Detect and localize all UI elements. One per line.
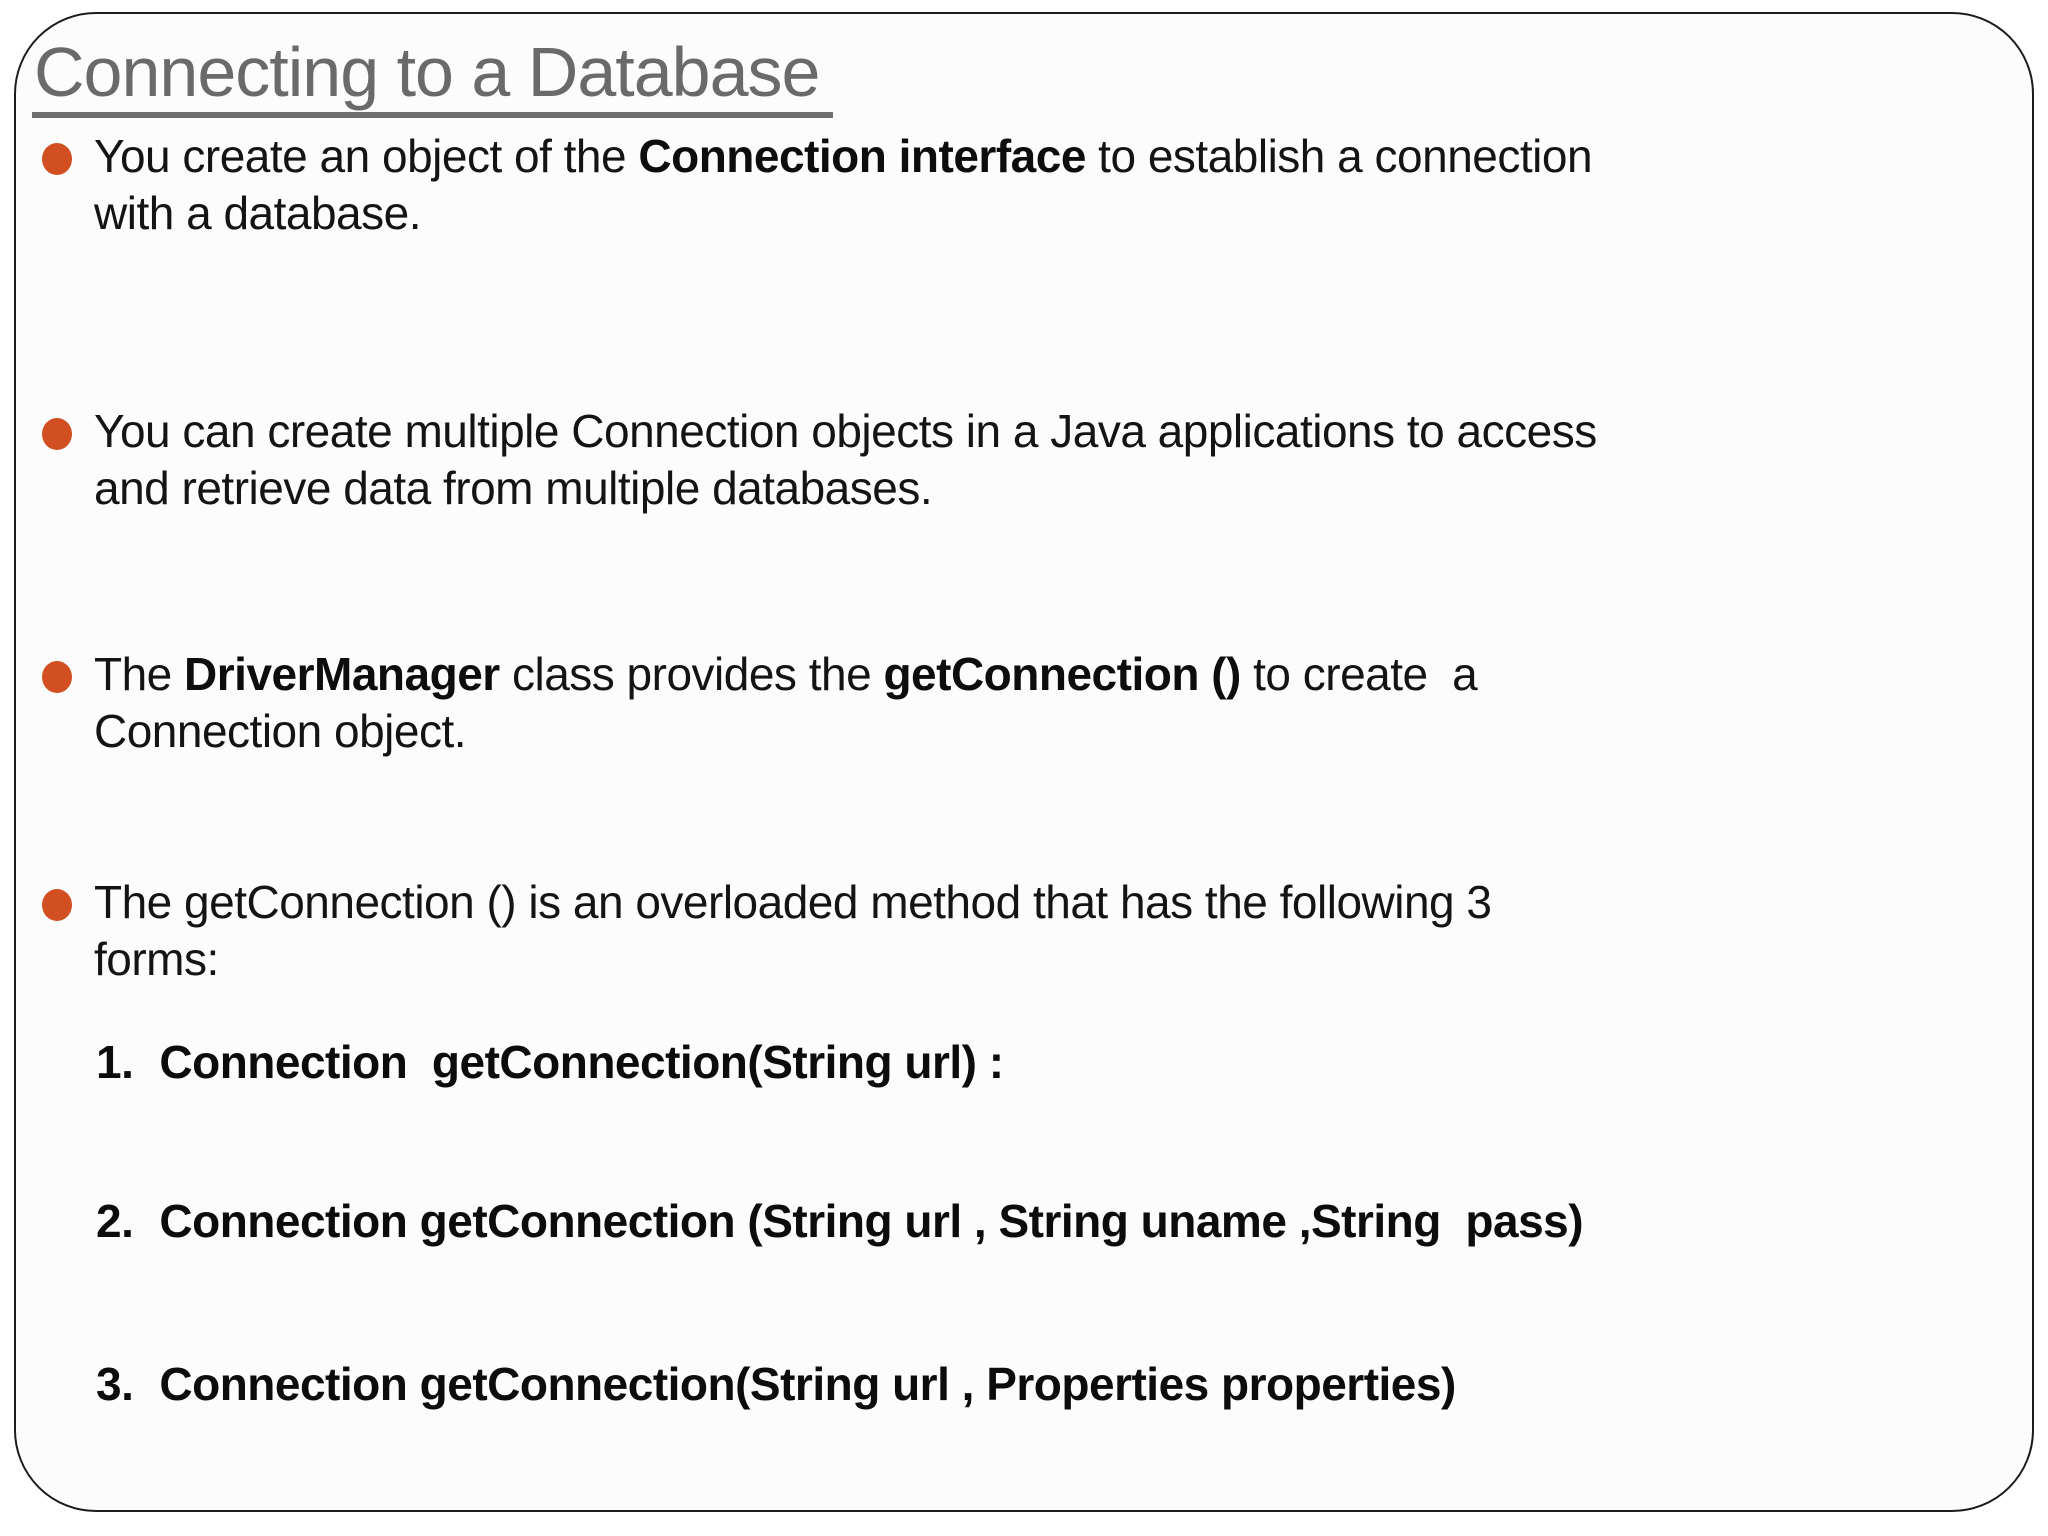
bullet-item: You create an object of the Connection i… [38, 128, 2018, 243]
bullet-text-bold: Connection interface [638, 129, 1086, 182]
item-number: 3. [96, 1357, 134, 1410]
bullet-icon [42, 142, 72, 175]
bullet-text: You can create multiple Connection objec… [94, 404, 1597, 515]
bullet-icon [42, 660, 72, 693]
item-number: 1. [96, 1035, 134, 1088]
bullet-text: to create a Connection object. [94, 647, 1478, 758]
page-title: Connecting to a Database [32, 36, 834, 118]
bullet-text-bold: getConnection () [883, 647, 1241, 700]
bullet-item: The DriverManager class provides the get… [38, 646, 2018, 761]
bullet-item: You can create multiple Connection objec… [38, 403, 2018, 518]
item-text: Connection getConnection (String url , S… [159, 1194, 1584, 1247]
bullet-icon [42, 888, 72, 921]
numbered-item: 2. Connection getConnection (String url ,… [96, 1192, 2022, 1251]
bullet-text-bold: DriverManager [184, 647, 500, 700]
item-number: 2. [96, 1194, 134, 1247]
bullet-text: The getConnection () is an overloaded me… [94, 875, 1492, 986]
bullet-icon [42, 417, 72, 450]
numbered-item: 1. Connection getConnection(String url) : [96, 1033, 2022, 1092]
bullet-item: The getConnection () is an overloaded me… [38, 874, 2018, 989]
item-text: Connection getConnection(String url , Pr… [159, 1357, 1456, 1410]
bullet-text: You create an object of the [94, 129, 639, 182]
numbered-item: 3. Connection getConnection(String url , … [96, 1355, 2022, 1414]
slide-frame: Connecting to a Database You create an o… [14, 12, 2034, 1512]
bullet-text: The [94, 647, 185, 700]
item-text: Connection getConnection(String url) : [159, 1035, 1004, 1088]
bullet-text: to establish a connection with a databas… [94, 129, 1593, 240]
bullet-text: class provides the [499, 647, 884, 700]
title-row: Connecting to a Database [32, 36, 2032, 118]
